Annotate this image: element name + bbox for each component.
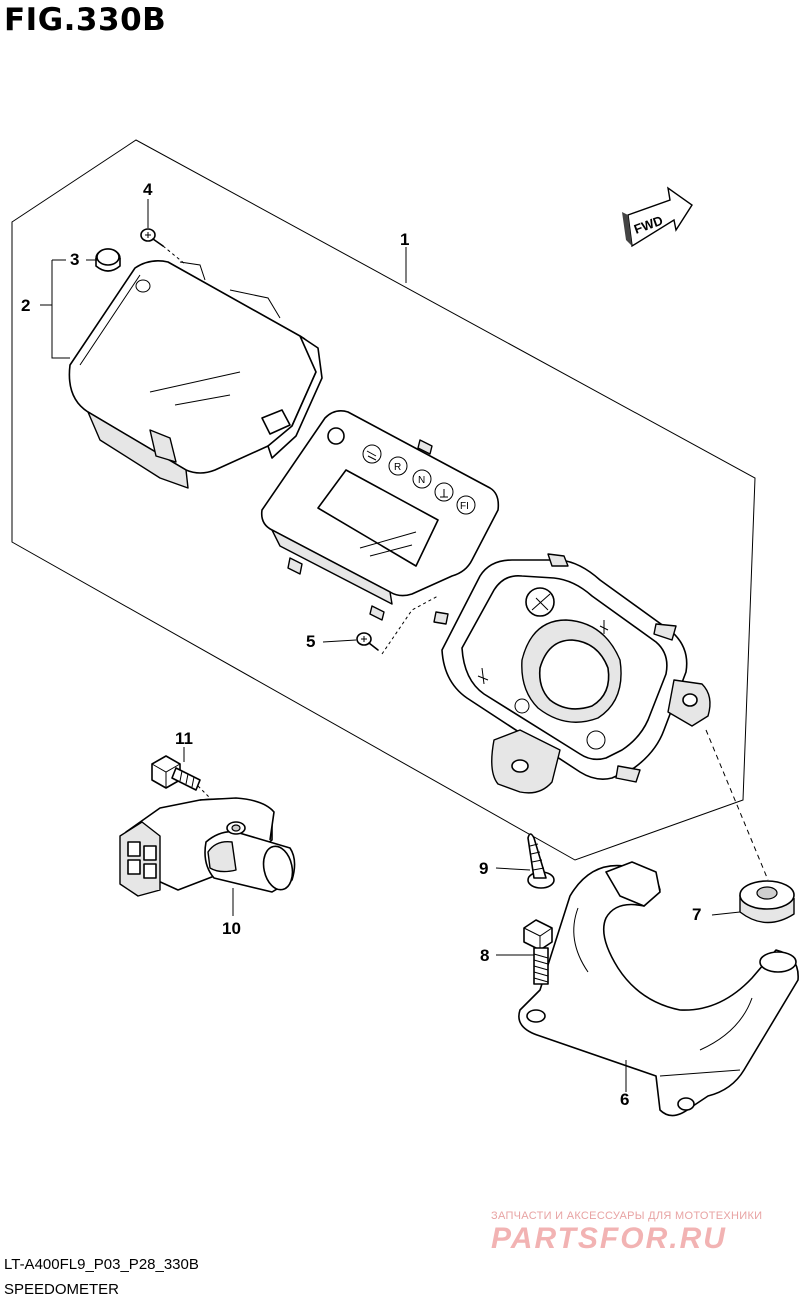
- assembly-guide-line: [705, 729, 769, 881]
- lcd-display-panel: R N FI: [260, 410, 500, 621]
- indicator-r: R: [394, 462, 401, 473]
- callout-4: 4: [143, 180, 153, 199]
- figure-title: FIG.330B: [4, 2, 167, 38]
- callout-6: 6: [620, 1090, 629, 1109]
- callout-9: 9: [479, 859, 488, 878]
- grommet: [739, 880, 795, 924]
- indicator-n: N: [418, 475, 425, 486]
- callout-10: 10: [222, 919, 241, 938]
- fwd-arrow-icon: FWD: [622, 186, 693, 248]
- button-cap: [95, 248, 151, 293]
- meter-case-lens: [68, 260, 323, 489]
- bracket-bolt: [523, 919, 553, 985]
- indicator-fi: FI: [460, 501, 469, 512]
- watermark-tagline: ЗАПЧАСТИ И АКСЕССУАРЫ ДЛЯ МОТОТЕХНИКИ: [491, 1210, 763, 1222]
- assembly-group-frame: [11, 139, 756, 861]
- tapping-screw: [527, 833, 555, 889]
- callout-8: 8: [480, 946, 489, 965]
- speed-sensor: [119, 797, 296, 897]
- meter-bracket: [518, 861, 799, 1117]
- callout-5: 5: [306, 632, 315, 651]
- screw-lower: [356, 595, 439, 655]
- section-name: SPEEDOMETER: [4, 1281, 120, 1298]
- callout-7: 7: [692, 905, 701, 924]
- callout-1: 1: [400, 230, 409, 249]
- model-code: LT-A400FL9_P03_P28_330B: [4, 1256, 199, 1273]
- leader-lines: [40, 199, 741, 1092]
- screw-upper: [140, 228, 186, 265]
- callout-2: 2: [21, 296, 30, 315]
- callout-11: 11: [175, 729, 193, 748]
- sensor-bolt: [151, 755, 215, 803]
- callout-3: 3: [70, 250, 79, 269]
- meter-rear-housing: [433, 553, 711, 794]
- watermark-logo: PARTSFOR.RU: [491, 1222, 727, 1255]
